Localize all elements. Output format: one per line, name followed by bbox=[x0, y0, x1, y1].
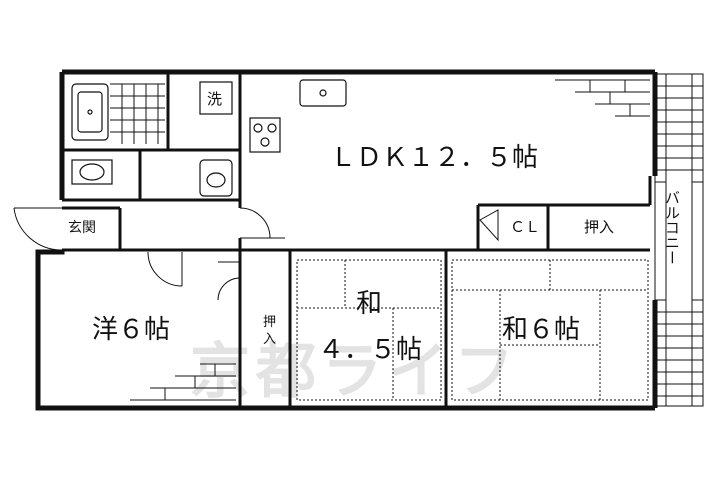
balcony-label: バルコニー bbox=[663, 190, 681, 265]
sen-label: 洗 bbox=[207, 90, 222, 108]
room-label-wa45-top: 和 bbox=[356, 289, 382, 319]
bathtub-icon bbox=[71, 83, 109, 141]
washing-machine-icon bbox=[199, 81, 233, 115]
doors bbox=[13, 207, 499, 301]
oshiire-label: 押入 bbox=[584, 218, 614, 236]
oshiire-small-label-2: 入 bbox=[263, 332, 276, 347]
fixtures bbox=[71, 79, 347, 197]
interior-walls bbox=[62, 72, 652, 408]
oshiire-small-label-1: 押 bbox=[263, 315, 276, 330]
washbasin-icon bbox=[199, 159, 233, 197]
sink-icon bbox=[299, 79, 347, 107]
tatami-grid bbox=[296, 259, 649, 401]
room-label-ldk: ＬＤＫ１２．５帖 bbox=[330, 143, 538, 173]
balcony bbox=[654, 73, 704, 407]
watermark: 京都ライフ bbox=[190, 337, 520, 407]
cl-label: ＣＬ bbox=[510, 218, 540, 236]
room-label-wa45-bottom: ４．５帖 bbox=[318, 335, 422, 365]
room-label-yo6: 洋６帖 bbox=[92, 315, 170, 345]
tile-hatching bbox=[110, 79, 650, 401]
stove-icon bbox=[249, 117, 281, 153]
room-label-wa6: 和６帖 bbox=[502, 315, 580, 345]
genkan-label: 玄関 bbox=[68, 219, 96, 236]
toilet-icon bbox=[71, 159, 113, 185]
